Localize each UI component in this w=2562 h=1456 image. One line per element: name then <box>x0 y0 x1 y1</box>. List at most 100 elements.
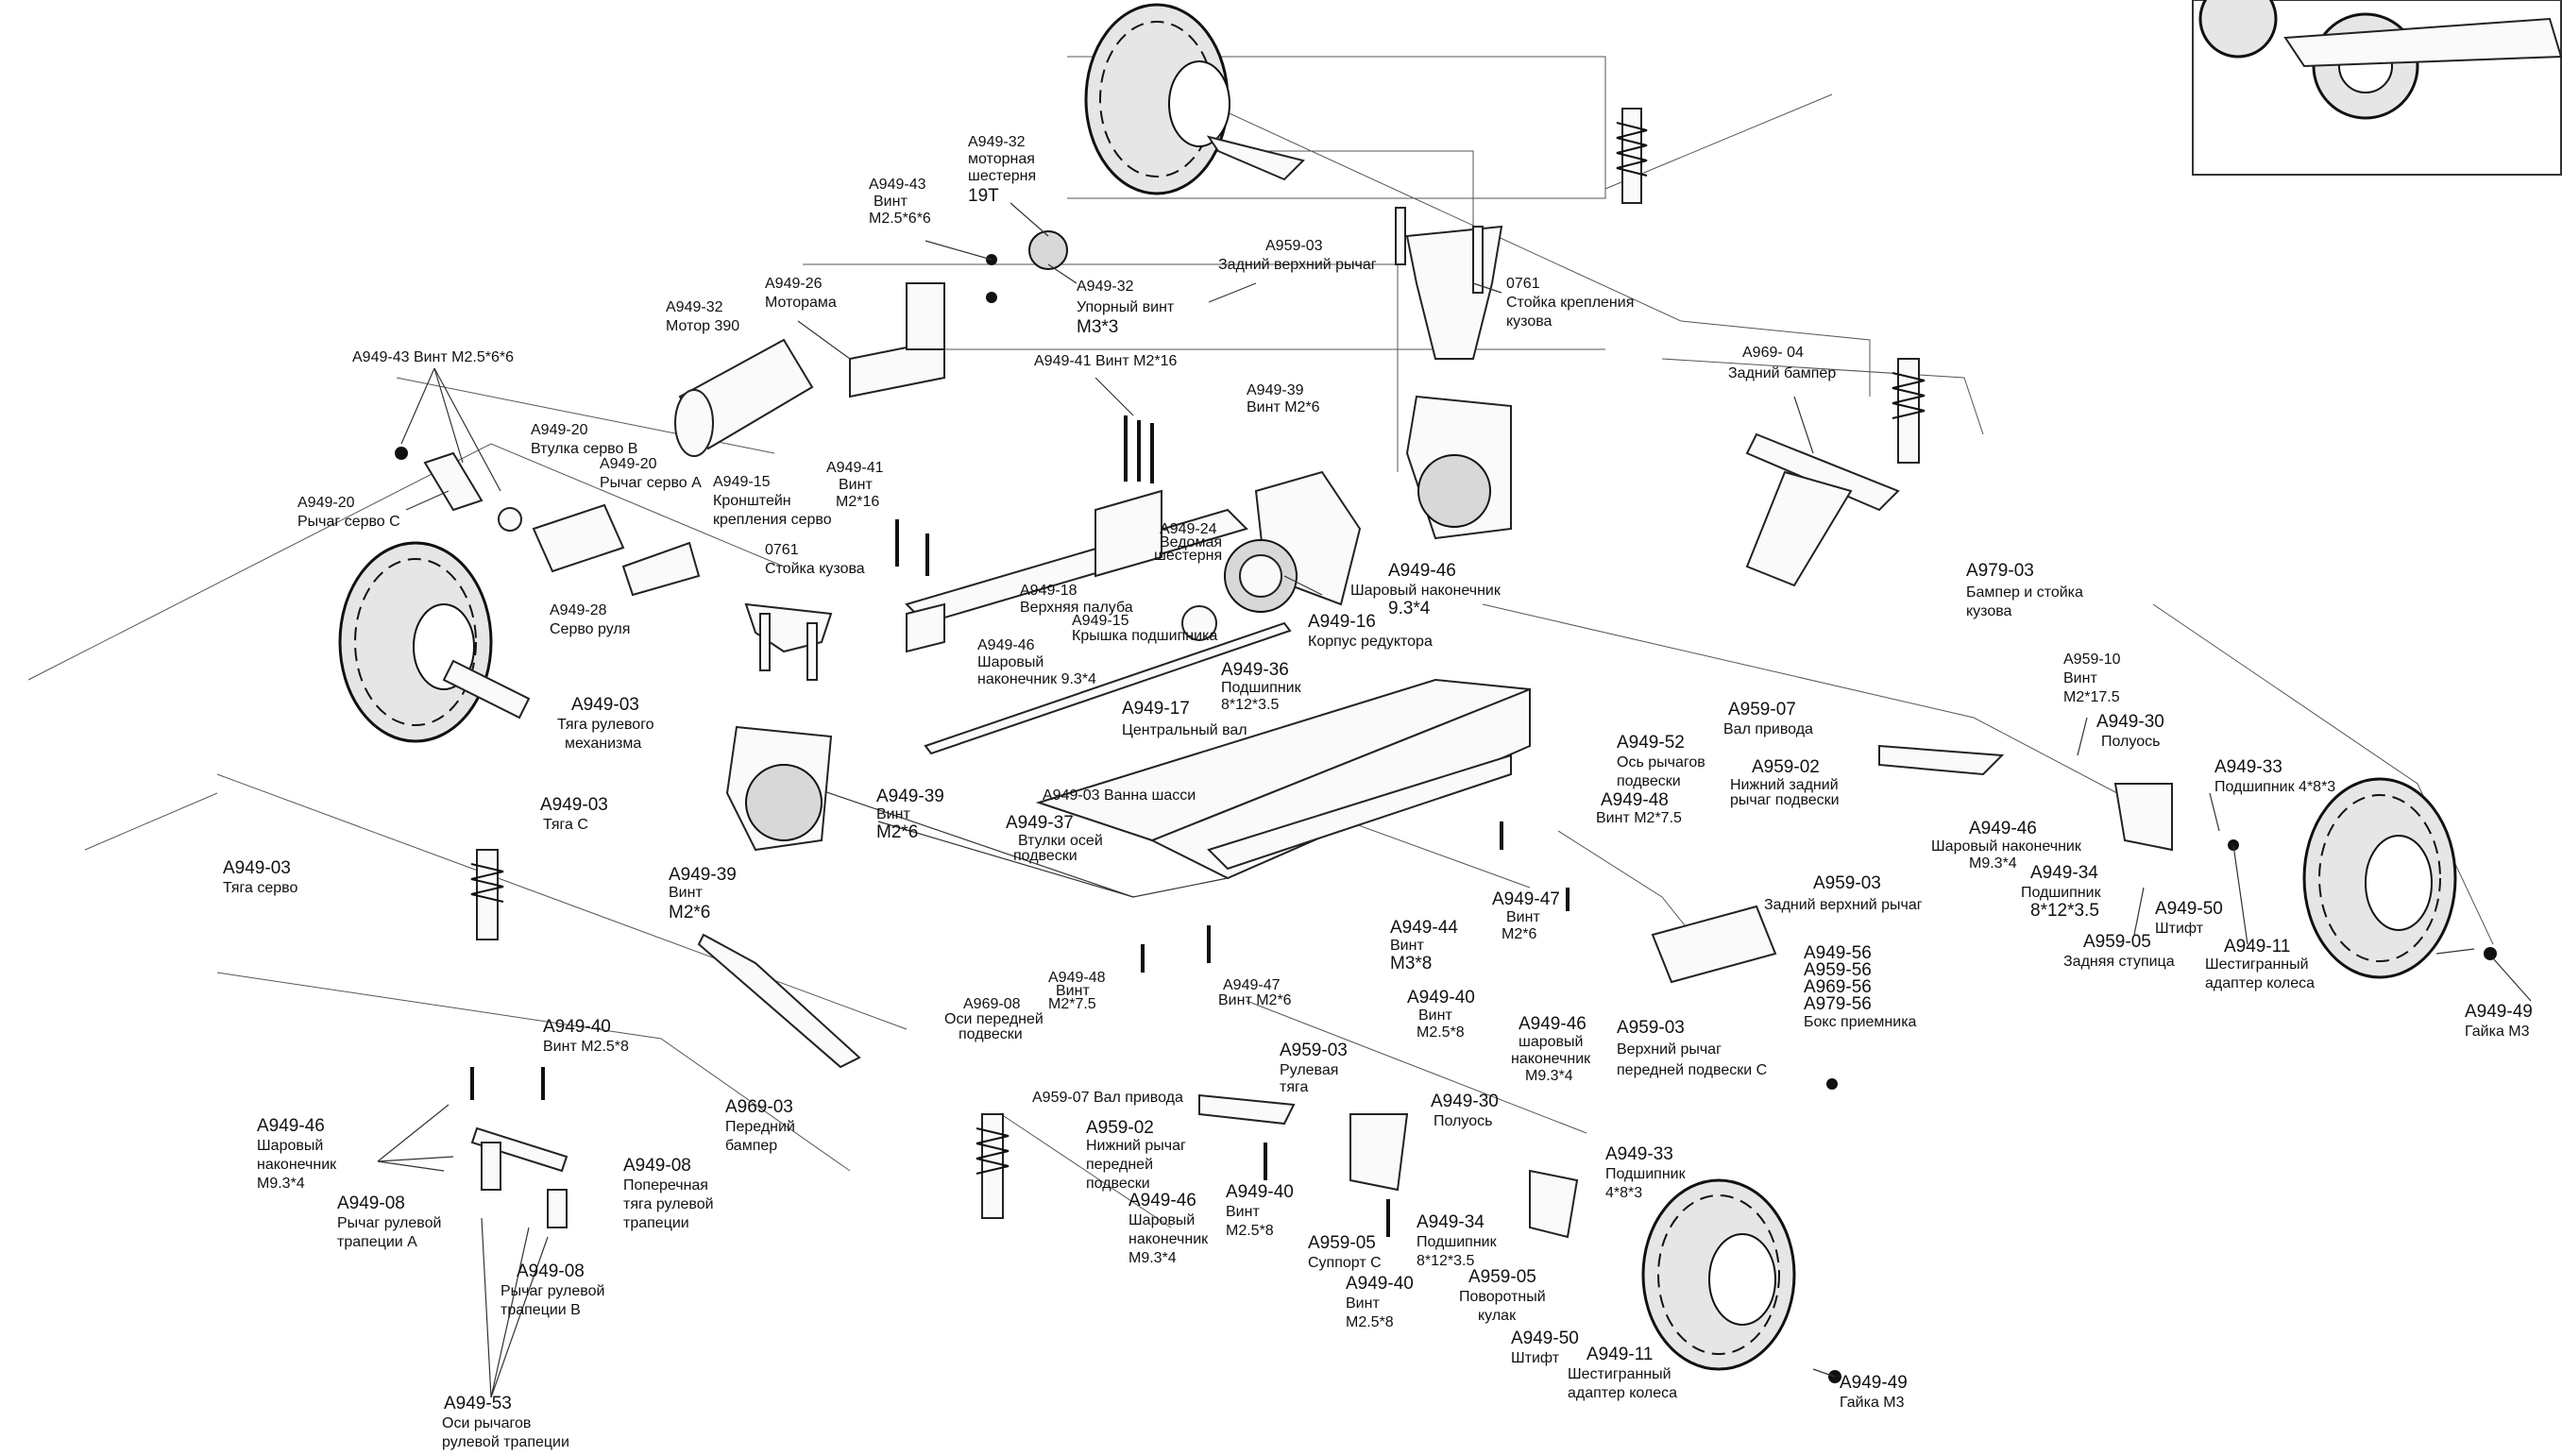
label-a949-46-gear: A949-46 Шаровый наконечник 9.3*4 <box>1350 561 1504 618</box>
inset-thumbnail <box>2192 0 2562 176</box>
label-a949-20-c: A949-20 Рычаг серво С <box>297 495 400 530</box>
label-a949-43-top: A949-43 Винт M2.5*6*6 <box>869 177 931 227</box>
rear-body-mount <box>1395 207 1503 360</box>
label-a949-43-left: A949-43 Винт M2.5*6*6 <box>352 349 514 365</box>
label-a949-16: A949-16 Корпус редуктора <box>1308 612 1433 650</box>
label-a949-50-rear: A949-50 Штифт <box>2155 899 2227 937</box>
label-a949-46-left: A949-46 Шаровый наконечник M9.3*4 <box>257 1116 341 1192</box>
label-a949-48-low: A949-48 Винт M2*7.5 <box>1048 970 1110 1012</box>
label-a949-03-servo: A949-03 Тяга серво <box>223 858 297 896</box>
label-a959-02-rear: A959-02 Нижний задний рычаг подвески <box>1730 757 1842 808</box>
servo <box>532 503 701 597</box>
label-a949-30-rear: A949-30 Полуось <box>2096 712 2168 750</box>
label-a949-03-tub: A949-03 Ванна шасси <box>1043 787 1196 804</box>
label-a949-46-low: A949-46 Шаровый наконечник M9.3*4 <box>1128 1191 1213 1266</box>
label-a949-30-front: A949-30 Полуось <box>1431 1092 1502 1129</box>
label-a949-08-b: A949-08 Рычаг рулевой трапеции В <box>501 1261 609 1318</box>
label-a949-47-low: A949-47 Винт M2*6 <box>1218 977 1292 1008</box>
label-a949-28: A949-28 Серво руля <box>550 602 630 637</box>
front-diff <box>725 725 833 852</box>
label-a949-52: A949-52 Ось рычагов подвески <box>1617 733 1709 789</box>
label-a949-46-rear: A949-46 Шаровый наконечник M9.3*4 <box>1931 819 2085 872</box>
upper-deck <box>905 489 1248 653</box>
label-a949-40-mid: A949-40 Винт M2.5*8 <box>1407 988 1479 1041</box>
label-a949-26: A949-26 Моторама <box>765 276 837 311</box>
pinion-gear <box>1028 230 1068 270</box>
label-a949-36: A949-36 Подшипник 8*12*3.5 <box>1221 660 1305 713</box>
motor-mount <box>849 282 945 398</box>
label-a949-20-a: A949-20 Рычаг серво А <box>600 456 702 491</box>
label-a959-07-rear: A959-07 Вал привода <box>1723 700 1813 737</box>
label-a949-39-mid: A949-39 Винт M2*6 <box>876 787 948 842</box>
shock-front-bottom <box>976 1113 1010 1219</box>
wheel-rear-right <box>2302 777 2457 979</box>
front-body-mount <box>744 602 833 681</box>
gearbox <box>1181 470 1362 641</box>
label-a949-50-front: A949-50 Штифт <box>1511 1329 1583 1366</box>
label-a969-04: A969- 04 Задний бампер <box>1728 345 1836 381</box>
servo-arms <box>423 451 522 532</box>
front-bumper <box>697 933 861 1069</box>
label-a949-56: A949-56 A959-56 A969-56 A979-56 Бокс при… <box>1804 943 1917 1030</box>
leader-lines <box>377 202 2532 1398</box>
label-0761-rear: 0761 Стойка крепления кузова <box>1506 276 1638 330</box>
shock-front-left <box>470 849 504 940</box>
shock-rear-top <box>1616 108 1648 204</box>
label-a949-34-rear: A949-34 Подшипник 8*12*3.5 <box>2021 863 2105 921</box>
label-a949-11-rear: A949-11 Шестигранный адаптер колеса <box>2205 937 2315 991</box>
label-a949-46-mid: A949-46 Шаровый наконечник 9.3*4 <box>977 637 1096 687</box>
label-a949-48-right: A949-48 Винт M2*7.5 <box>1596 790 1682 826</box>
label-a959-02-front: A959-02 Нижний рычаг передней подвески <box>1086 1118 1190 1192</box>
label-a969-08: A969-08 Оси передней подвески <box>944 996 1047 1042</box>
label-a949-17: A949-17 Центральный вал <box>1122 699 1247 738</box>
label-a949-24: A949-24 Ведомая шестерня <box>1154 521 1226 564</box>
label-a979-03: A979-03 Бампер и стойка кузова <box>1966 561 2087 619</box>
label-a949-03-c: A949-03 Тяга С <box>540 795 612 833</box>
label-a949-03-left: A949-03 Тяга рулевого механизма <box>557 695 658 752</box>
label-a949-32-pinion: A949-32 моторная шестерня 19T <box>968 134 1041 206</box>
label-a949-32-screw: A949-32 Упорный винт M3*3 <box>1077 279 1179 337</box>
label-a959-05-front: A959-05 Суппорт С <box>1308 1233 1382 1271</box>
label-a949-46-front: A949-46 шаровый наконечник M9.3*4 <box>1511 1014 1595 1084</box>
hubs <box>1349 783 2173 1239</box>
label-a949-44: A949-44 Винт M3*8 <box>1390 918 1462 973</box>
chassis-tub <box>773 678 1531 898</box>
center-shaft <box>924 621 1292 755</box>
label-a959-05-knuckle: A959-05 Поворотный кулак <box>1459 1267 1550 1324</box>
rear-bumper <box>1745 432 1900 587</box>
label-a959-03-rear-low: A959-03 Задний верхний рычаг <box>1764 873 1923 913</box>
rear-diff <box>1405 395 1512 540</box>
label-a959-07-front: A959-07 Вал привода <box>1032 1090 1183 1106</box>
steering-linkage <box>470 1126 568 1228</box>
label-a949-11-front: A949-11 Шестигранный адаптер колеса <box>1568 1345 1677 1401</box>
label-a949-20-b: A949-20 Втулка серво В <box>531 422 637 457</box>
label-a949-41-mid: A949-41 Винт M2*16 <box>826 460 888 510</box>
label-a949-39-top: A949-39 Винт M2*6 <box>1247 382 1320 415</box>
label-a949-40-bottom: A949-40 Винт M2.5*8 <box>1346 1274 1417 1330</box>
label-a949-08-pop: A949-08 Поперечная тяга рулевой трапеции <box>623 1156 718 1231</box>
label-a949-15: A949-15 Кронштейн крепления серво <box>713 474 832 528</box>
label-a949-47-right: A949-47 Винт M2*6 <box>1492 889 1564 942</box>
label-a949-37: A949-37 Втулки осей подвески <box>1006 813 1107 864</box>
label-a949-49-rear: A949-49 Гайка М3 <box>2465 1002 2537 1040</box>
label-a949-32-motor: A949-32 Мотор 390 <box>666 299 739 334</box>
wheel-rear-top <box>1084 3 1230 195</box>
label-a949-41-top: A949-41 Винт M2*16 <box>1034 353 1178 369</box>
wheel-front-bottom <box>1641 1178 1796 1371</box>
label-a959-05-rear: A959-05 Задняя ступица <box>2063 932 2175 970</box>
label-a949-49-front: A949-49 Гайка М3 <box>1840 1373 1911 1411</box>
label-a959-10: A959-10 Винт M2*17.5 <box>2063 652 2125 705</box>
label-a949-40-top: A949-40 Винт M2.5*8 <box>543 1017 629 1055</box>
label-a949-18: A949-18 Верхняя палуба <box>1020 583 1133 616</box>
label-a949-15b: A949-15 Крышка подшипника <box>1072 613 1217 644</box>
receiver-box <box>1651 905 1777 984</box>
label-a949-53: A949-53 Оси рычагов рулевой трапеции <box>442 1394 569 1450</box>
label-a959-03-front: A959-03 Верхний рычаг передней подвески … <box>1617 1018 1767 1078</box>
label-a949-33-front: A949-33 Подшипник 4*8*3 <box>1605 1144 1689 1201</box>
label-0761-front: 0761 Стойка кузова <box>765 542 865 577</box>
shock-rear-right <box>1892 358 1926 464</box>
label-a959-03-top: A959-03 Задний верхний рычаг <box>1218 238 1377 273</box>
wheel-front-left <box>338 541 493 743</box>
motor <box>674 338 814 457</box>
